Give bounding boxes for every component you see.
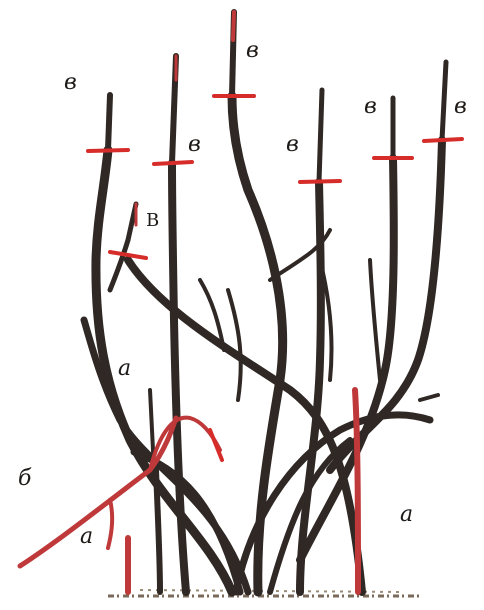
- shoot-right-red: [355, 390, 358, 592]
- branch-side-5: [370, 260, 380, 380]
- cut-mark-4: [300, 181, 340, 182]
- cut-mark-6: [424, 139, 462, 141]
- cut-mark-8: [210, 430, 222, 460]
- label-upper-left: в: [188, 134, 201, 156]
- label-cut-left: В: [146, 212, 159, 230]
- stem-second: [172, 163, 186, 592]
- stem-right-mid-tip: [319, 90, 322, 182]
- branch-crossing: [128, 260, 362, 592]
- stem-far-right-tip: [442, 62, 446, 140]
- label-upper-mid: в: [286, 134, 299, 156]
- stem-left-tip: [108, 95, 110, 150]
- label-bottom-left-b: б: [18, 468, 31, 490]
- ground: [108, 590, 420, 596]
- label-far-right: в: [454, 96, 467, 118]
- label-bottom-left-a: а: [80, 526, 93, 548]
- branch-side-2: [228, 290, 241, 400]
- stem-b-branch: [110, 240, 128, 290]
- label-mid-left: а: [118, 358, 131, 380]
- branch-side-6: [420, 395, 438, 400]
- cut-mark-2: [154, 162, 192, 164]
- stem-short-lower: [156, 470, 160, 592]
- cut-mark-1: [88, 150, 128, 151]
- label-top-center: в: [246, 40, 259, 62]
- label-bottom-right-a: а: [400, 504, 413, 526]
- shoot-a-small: [108, 500, 112, 548]
- label-upper-right: в: [364, 96, 377, 118]
- stems: [84, 12, 446, 592]
- shoot-top-accent-1: [233, 12, 234, 40]
- label-top-left: в: [64, 72, 77, 94]
